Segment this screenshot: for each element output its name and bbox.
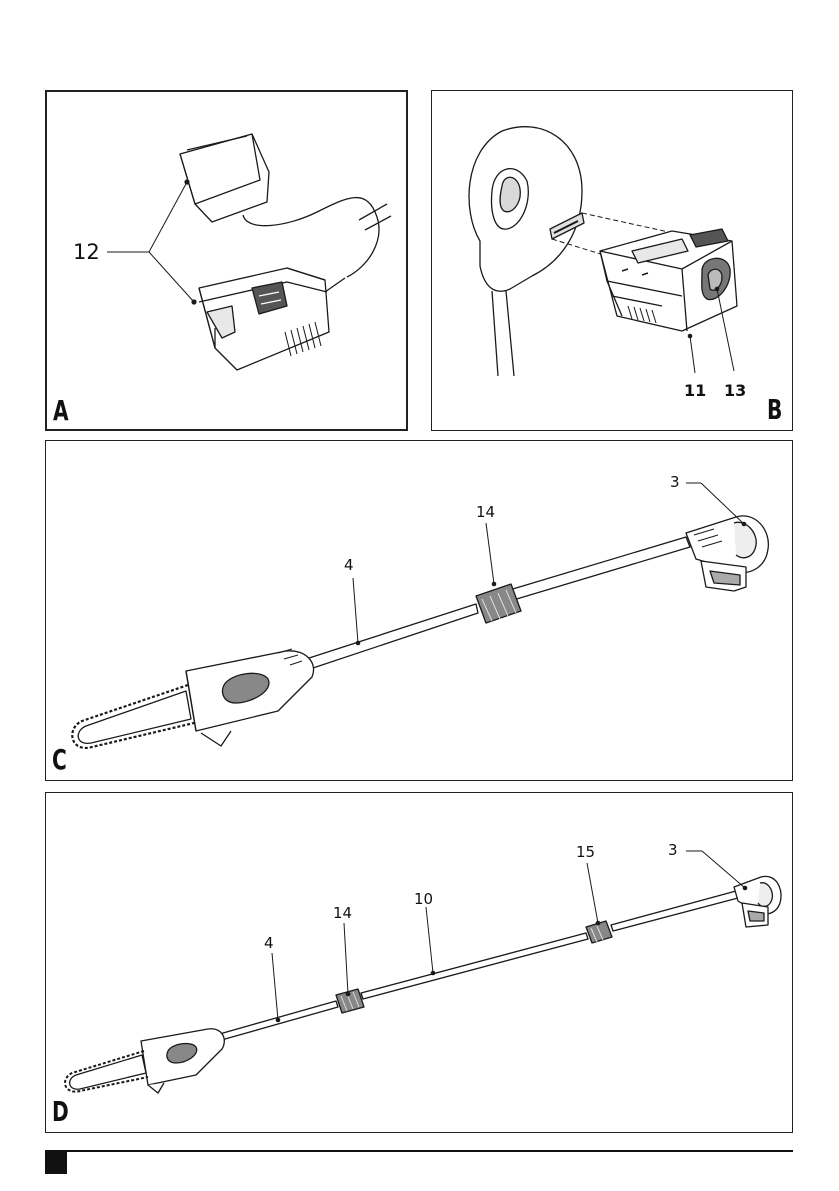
footer-rule: [45, 1150, 793, 1152]
callout-10: 10: [414, 892, 433, 907]
pole-saw-illustration: [46, 441, 793, 781]
callout-4: 4: [344, 558, 354, 573]
figure-panel-c: 3 14 4 C: [45, 440, 793, 781]
callout-13: 13: [724, 383, 746, 399]
panel-letter-b: B: [767, 396, 782, 424]
figure-panel-b: 11 13 B: [431, 90, 793, 431]
callout-11: 11: [684, 383, 706, 399]
callout-3: 3: [668, 843, 678, 858]
callout-12: 12: [73, 242, 100, 263]
panel-letter-d: D: [52, 1098, 69, 1126]
panel-letter-c: C: [52, 746, 67, 774]
callout-4: 4: [264, 936, 274, 951]
callout-14: 14: [333, 906, 352, 921]
footer-marker: [45, 1152, 67, 1174]
charger-illustration: [47, 92, 408, 431]
callout-3: 3: [670, 475, 680, 490]
figure-panel-d: 15 3 10 14 4 D: [45, 792, 793, 1133]
callout-15: 15: [576, 845, 595, 860]
panel-letter-a: A: [53, 397, 69, 425]
callout-14: 14: [476, 505, 495, 520]
figure-panel-a: 12 A: [45, 90, 408, 431]
battery-insertion-illustration: [432, 91, 793, 431]
extended-pole-saw-illustration: [46, 793, 793, 1133]
